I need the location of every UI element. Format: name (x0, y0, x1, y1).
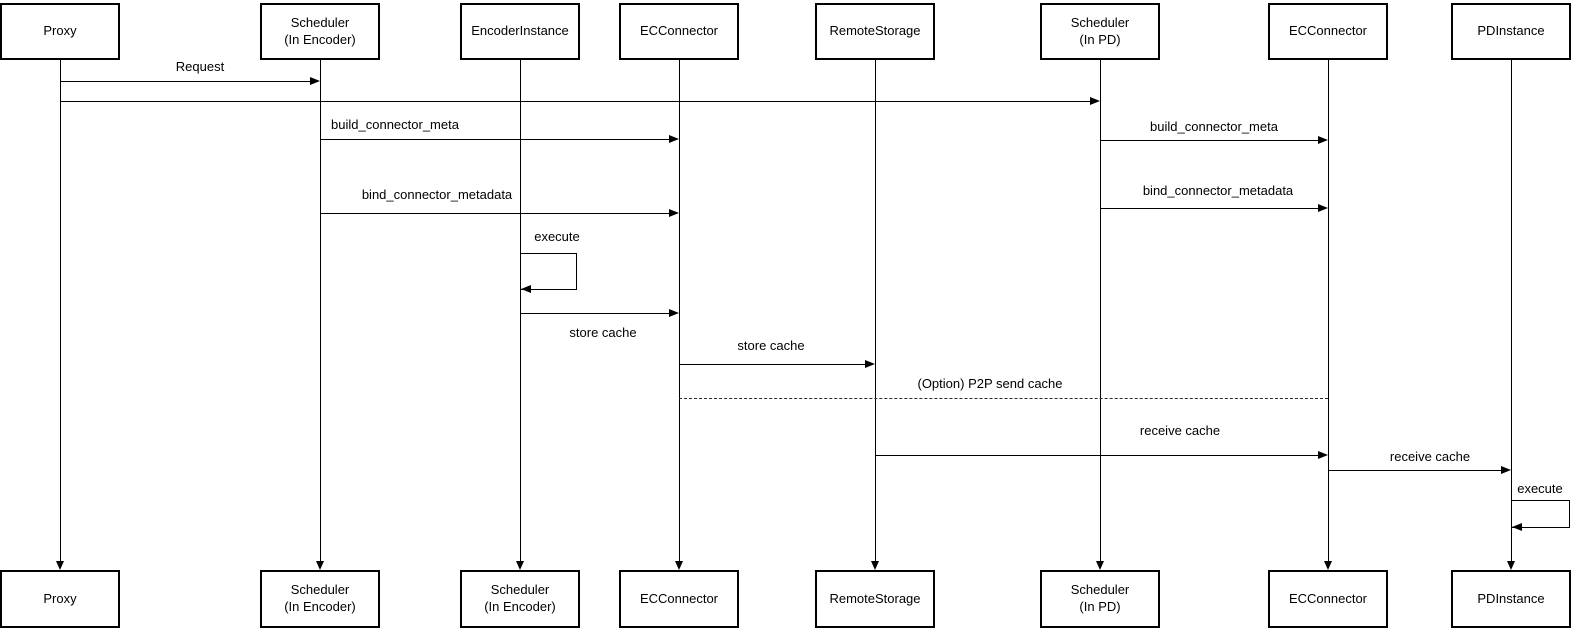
actor-bottom-ec-connector-pd: ECConnector (1268, 570, 1388, 628)
arrowhead (1096, 561, 1104, 570)
actor-top-proxy: Proxy (0, 3, 120, 60)
message-label-bind-connector-metadata-encoder: bind_connector_metadata (361, 187, 513, 202)
message-line-bind-connector-metadata-pd (1100, 208, 1319, 209)
lifeline-remote-storage (875, 60, 876, 561)
self-loop-execute-pd (1511, 500, 1570, 528)
message-line-build-connector-meta-encoder (320, 139, 670, 140)
arrowhead (310, 77, 320, 85)
arrowhead (1324, 561, 1332, 570)
arrowhead (316, 561, 324, 570)
actor-top-ec-connector-pd: ECConnector (1268, 3, 1388, 60)
message-label-store-cache-2: store cache (737, 338, 805, 353)
arrowhead (669, 135, 679, 143)
arrowhead (675, 561, 683, 570)
message-line-p2p-send-cache (679, 398, 1328, 399)
arrowhead (1318, 451, 1328, 459)
lifeline-scheduler-in-pd (1100, 60, 1101, 561)
message-label-bind-connector-metadata-pd: bind_connector_metadata (1142, 183, 1294, 198)
message-line-store-cache-1 (520, 313, 670, 314)
actor-bottom-pd-instance: PDInstance (1451, 570, 1571, 628)
arrowhead (1501, 466, 1511, 474)
actor-top-scheduler-in-encoder: Scheduler (In Encoder) (260, 3, 380, 60)
arrowhead (516, 561, 524, 570)
message-line-build-connector-meta-pd (1100, 140, 1319, 141)
message-line-bind-connector-metadata-encoder (320, 213, 670, 214)
message-label-execute-pd: execute (1517, 481, 1563, 496)
message-line-store-cache-2 (679, 364, 866, 365)
actor-top-ec-connector-encoder: ECConnector (619, 3, 739, 60)
lifeline-pd-instance (1511, 60, 1512, 561)
message-label-receive-cache-1: receive cache (1139, 423, 1221, 438)
arrowhead (1318, 136, 1328, 144)
arrowhead (1507, 561, 1515, 570)
lifeline-scheduler-in-encoder (320, 60, 321, 561)
actor-top-pd-instance: PDInstance (1451, 3, 1571, 60)
arrowhead (1090, 97, 1100, 105)
message-label-p2p-send-cache: (Option) P2P send cache (917, 376, 1063, 391)
message-line-receive-cache-2 (1328, 470, 1502, 471)
actor-top-encoder-instance: EncoderInstance (460, 3, 580, 60)
lifeline-ec-connector-encoder (679, 60, 680, 561)
message-line-proxy-to-pd (60, 101, 1091, 102)
lifeline-encoder-instance (520, 60, 521, 561)
message-label-build-connector-meta-pd: build_connector_meta (1150, 119, 1278, 134)
actor-top-remote-storage: RemoteStorage (815, 3, 935, 60)
message-line-receive-cache-1 (875, 455, 1319, 456)
lifeline-ec-connector-pd (1328, 60, 1329, 561)
arrowhead (521, 285, 531, 293)
actor-bottom-encoder-instance: Scheduler (In Encoder) (460, 570, 580, 628)
arrowhead (669, 309, 679, 317)
message-label-store-cache-1: store cache (569, 325, 637, 340)
actor-bottom-ec-connector-encoder: ECConnector (619, 570, 739, 628)
message-label-receive-cache-2: receive cache (1389, 449, 1471, 464)
arrowhead (1512, 523, 1522, 531)
message-label-request: Request (175, 59, 225, 74)
message-line-request (60, 81, 311, 82)
lifeline-proxy (60, 60, 61, 561)
message-label-execute-encoder: execute (534, 229, 580, 244)
actor-bottom-remote-storage: RemoteStorage (815, 570, 935, 628)
arrowhead (871, 561, 879, 570)
arrowhead (1318, 204, 1328, 212)
arrowhead (56, 561, 64, 570)
actor-bottom-scheduler-in-encoder: Scheduler (In Encoder) (260, 570, 380, 628)
arrowhead (669, 209, 679, 217)
self-loop-execute-encoder (520, 253, 577, 290)
actor-bottom-scheduler-in-pd: Scheduler (In PD) (1040, 570, 1160, 628)
actor-bottom-proxy: Proxy (0, 570, 120, 628)
arrowhead (865, 360, 875, 368)
message-label-build-connector-meta-encoder: build_connector_meta (331, 117, 459, 132)
actor-top-scheduler-in-pd: Scheduler (In PD) (1040, 3, 1160, 60)
